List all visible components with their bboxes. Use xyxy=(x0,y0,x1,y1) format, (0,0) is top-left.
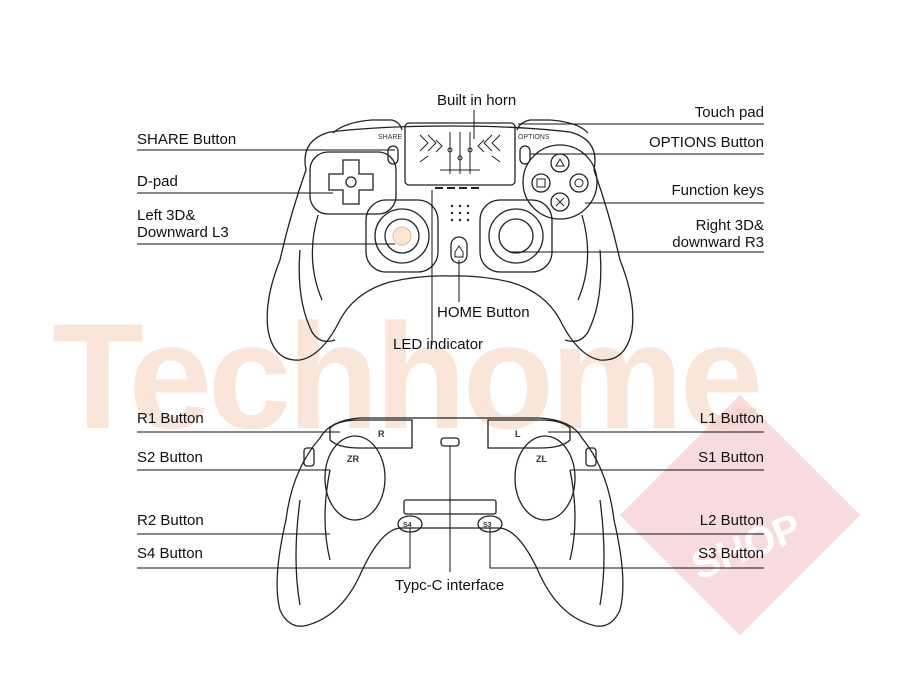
label-d-pad: D-pad xyxy=(137,173,178,190)
label-left-3d-line1: Left 3D& xyxy=(137,207,196,224)
zl-print: ZL xyxy=(536,454,547,464)
circle-button-shape xyxy=(569,173,589,193)
label-l1-button: L1 Button xyxy=(699,410,764,427)
options-key-shape xyxy=(519,145,531,165)
label-typec-interface: Typc-C interface xyxy=(395,577,505,594)
label-touch-pad: Touch pad xyxy=(694,104,764,121)
label-right-3d-line2: downward R3 xyxy=(672,234,764,251)
cross-button-shape xyxy=(550,192,570,212)
label-function-keys: Function keys xyxy=(671,182,764,199)
label-s3-button: S3 Button xyxy=(698,545,764,562)
front-controller xyxy=(266,119,634,361)
share-key-shape xyxy=(387,145,399,165)
square-button-shape xyxy=(531,173,551,193)
label-s2-button: S2 Button xyxy=(137,449,203,466)
label-home-button: HOME Button xyxy=(437,304,530,321)
triangle-button-shape xyxy=(550,153,570,173)
usb-c-port-shape xyxy=(440,437,460,447)
front-leader-lines xyxy=(137,110,764,345)
label-share-button: SHARE Button xyxy=(137,131,237,148)
s4-print: S4 xyxy=(403,522,412,529)
options-print: OPTIONS xyxy=(518,134,550,141)
back-leader-lines xyxy=(137,431,764,572)
home-key-shape xyxy=(450,236,468,264)
label-built-in-horn: Built in horn xyxy=(437,92,517,109)
s3-print: S3 xyxy=(483,522,492,529)
label-l2-button: L2 Button xyxy=(699,512,764,529)
share-print: SHARE xyxy=(378,134,402,141)
label-r2-button: R2 Button xyxy=(137,512,204,529)
label-r1-button: R1 Button xyxy=(137,410,204,427)
l-print: L xyxy=(515,429,521,439)
label-s1-button: S1 Button xyxy=(698,449,764,466)
label-left-3d-line2: Downward L3 xyxy=(137,224,229,241)
label-right-3d-line1: Right 3D& xyxy=(695,217,764,234)
label-options-button: OPTIONS Button xyxy=(648,134,764,151)
label-led-indicator: LED indicator xyxy=(393,336,484,353)
r-print: R xyxy=(378,429,385,439)
label-s4-button: S4 Button xyxy=(137,545,203,562)
zr-print: ZR xyxy=(347,454,359,464)
